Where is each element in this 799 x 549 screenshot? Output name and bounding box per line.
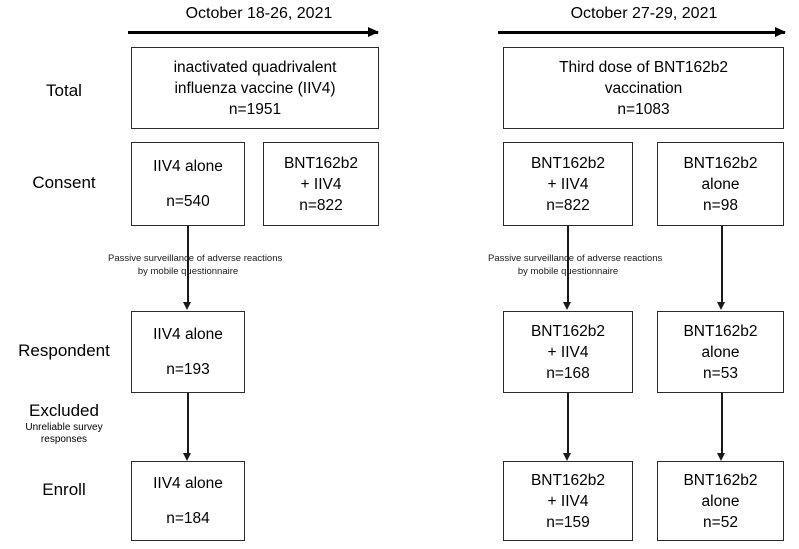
arrowhead-right-respondent-b-to-enroll bbox=[717, 453, 725, 461]
arrowhead-left-respondent-to-enroll bbox=[183, 453, 191, 461]
box-right-enroll-bnt-iiv4[interactable]: BNT162b2 + IIV4 n=159 bbox=[503, 461, 633, 541]
box-left-respondent[interactable]: IIV4 alone n=193 bbox=[131, 311, 245, 393]
box-right-enroll-bnt-alone-line1: BNT162b2 bbox=[683, 471, 758, 489]
box-right-consent-bnt-alone-line1: BNT162b2 bbox=[683, 154, 758, 172]
box-right-total[interactable]: Third dose of BNT162b2 vaccination n=108… bbox=[503, 47, 784, 129]
row-label-enroll: Enroll bbox=[42, 480, 86, 499]
box-left-total-line1: inactivated quadrivalent bbox=[173, 58, 337, 76]
arrowhead-right-consent-a-to-respondent bbox=[563, 302, 571, 310]
row-sublabel-excluded-line2: responses bbox=[40, 434, 88, 445]
box-right-consent-bnt-iiv4-line2: + IIV4 bbox=[547, 175, 589, 193]
box-right-respondent-bnt-alone[interactable]: BNT162b2 alone n=53 bbox=[657, 311, 784, 393]
box-right-consent-bnt-iiv4[interactable]: BNT162b2 + IIV4 n=822 bbox=[503, 142, 633, 226]
box-right-enroll-bnt-iiv4-line3: n=159 bbox=[546, 513, 590, 531]
note-surveillance-left-line2: by mobile questionnaire bbox=[137, 265, 239, 277]
box-left-consent-bnt-iiv4-line3: n=822 bbox=[299, 196, 343, 214]
box-right-enroll-bnt-alone-line2: alone bbox=[701, 492, 740, 510]
box-left-consent-iiv4-alone-line2: n=540 bbox=[166, 193, 210, 210]
box-right-consent-bnt-alone-line3: n=98 bbox=[703, 196, 738, 214]
arrowhead-right-respondent-a-to-enroll bbox=[563, 453, 571, 461]
box-left-total[interactable]: inactivated quadrivalent influenza vacci… bbox=[131, 47, 379, 129]
box-left-total-line2: influenza vaccine (IIV4) bbox=[174, 79, 336, 97]
box-left-enroll[interactable]: IIV4 alone n=184 bbox=[131, 461, 245, 541]
period-left-arrow bbox=[128, 27, 379, 37]
box-left-consent-bnt-iiv4[interactable]: BNT162b2 + IIV4 n=822 bbox=[263, 142, 379, 226]
row-label-consent: Consent bbox=[32, 173, 96, 192]
box-right-consent-bnt-iiv4-line3: n=822 bbox=[546, 196, 590, 214]
box-right-respondent-bnt-iiv4-line2: + IIV4 bbox=[547, 343, 589, 361]
box-left-respondent-line1: IIV4 alone bbox=[153, 326, 223, 343]
box-right-total-line1: Third dose of BNT162b2 bbox=[559, 58, 728, 76]
note-surveillance-left: Passive surveillance of adverse reaction… bbox=[108, 253, 283, 278]
row-label-respondent: Respondent bbox=[18, 341, 110, 360]
box-left-consent-iiv4-alone[interactable]: IIV4 alone n=540 bbox=[131, 142, 245, 226]
box-left-respondent-line2: n=193 bbox=[166, 361, 210, 378]
row-label-total: Total bbox=[46, 81, 82, 100]
box-right-enroll-bnt-iiv4-line1: BNT162b2 bbox=[530, 471, 606, 489]
box-left-consent-bnt-iiv4-line1: BNT162b2 bbox=[283, 154, 359, 172]
box-left-enroll-line1: IIV4 alone bbox=[153, 475, 223, 492]
box-right-total-line2: vaccination bbox=[604, 79, 683, 97]
note-surveillance-left-line1: Passive surveillance of adverse reaction… bbox=[108, 253, 283, 264]
period-right-arrow bbox=[498, 27, 786, 37]
connector-right-respondent-b-to-enroll bbox=[721, 393, 723, 455]
note-surveillance-right-line2: by mobile questionnaire bbox=[517, 265, 619, 277]
box-right-consent-bnt-alone-line2: alone bbox=[701, 175, 740, 193]
box-right-total-line3: n=1083 bbox=[617, 100, 670, 118]
row-label-excluded: Excluded bbox=[29, 401, 99, 420]
box-right-respondent-bnt-iiv4-line1: BNT162b2 bbox=[530, 322, 606, 340]
box-right-consent-bnt-iiv4-line1: BNT162b2 bbox=[530, 154, 606, 172]
box-left-consent-bnt-iiv4-line2: + IIV4 bbox=[300, 175, 342, 193]
box-left-consent-iiv4-alone-line1: IIV4 alone bbox=[153, 158, 223, 175]
note-surveillance-right: Passive surveillance of adverse reaction… bbox=[488, 253, 663, 278]
box-left-enroll-line2: n=184 bbox=[166, 510, 210, 527]
row-sublabel-excluded-line1: Unreliable survey bbox=[25, 422, 103, 433]
connector-left-consent-to-respondent bbox=[187, 226, 189, 304]
box-right-respondent-bnt-alone-line1: BNT162b2 bbox=[683, 322, 758, 340]
box-right-enroll-bnt-alone[interactable]: BNT162b2 alone n=52 bbox=[657, 461, 784, 541]
box-right-consent-bnt-alone[interactable]: BNT162b2 alone n=98 bbox=[657, 142, 784, 226]
box-right-enroll-bnt-alone-line3: n=52 bbox=[703, 513, 738, 531]
box-left-total-line3: n=1951 bbox=[228, 100, 282, 118]
connector-right-consent-b-to-respondent bbox=[721, 226, 723, 304]
box-right-respondent-bnt-iiv4[interactable]: BNT162b2 + IIV4 n=168 bbox=[503, 311, 633, 393]
connector-left-respondent-to-enroll bbox=[187, 393, 189, 455]
connector-right-consent-a-to-respondent bbox=[567, 226, 569, 304]
box-right-respondent-bnt-alone-line2: alone bbox=[701, 343, 740, 361]
connector-right-respondent-a-to-enroll bbox=[567, 393, 569, 455]
note-surveillance-right-line1: Passive surveillance of adverse reaction… bbox=[488, 253, 663, 264]
arrowhead-right-consent-b-to-respondent bbox=[717, 302, 725, 310]
period-right-title: October 27-29, 2021 bbox=[570, 5, 718, 22]
box-right-enroll-bnt-iiv4-line2: + IIV4 bbox=[547, 492, 589, 510]
arrowhead-left-consent-to-respondent bbox=[183, 302, 191, 310]
box-right-respondent-bnt-alone-line3: n=53 bbox=[703, 364, 738, 382]
box-right-respondent-bnt-iiv4-line3: n=168 bbox=[546, 364, 590, 382]
period-left-title: October 18-26, 2021 bbox=[185, 5, 333, 22]
